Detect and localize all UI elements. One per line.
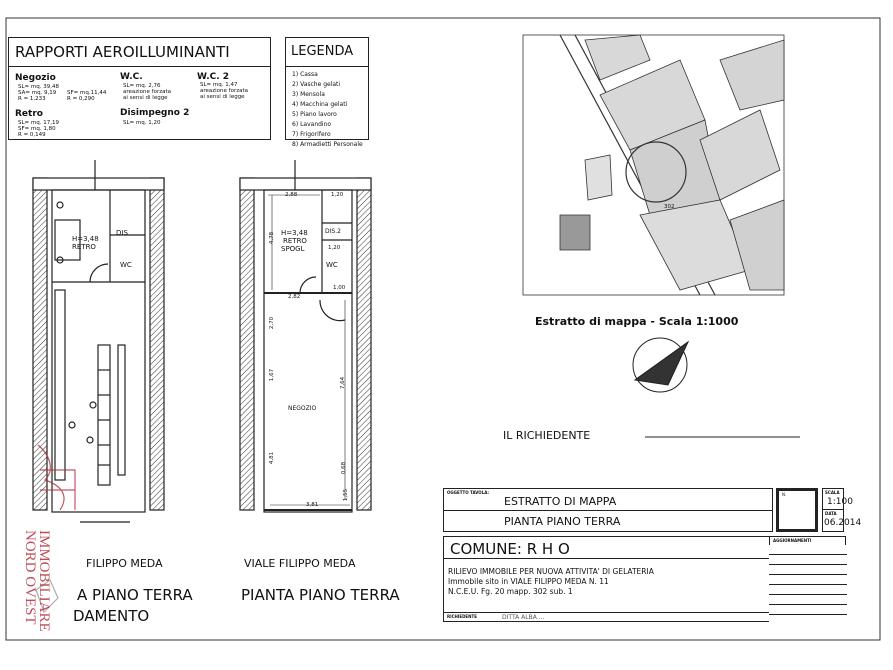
data-cell: DATA 06.2014 (822, 509, 861, 532)
dim: 1,67 (269, 368, 276, 382)
plan-right-title: PIANTA PIANO TERRA (241, 586, 400, 604)
dim: 3,81 (306, 502, 319, 508)
svg-text:NORD OVEST: NORD OVEST (22, 530, 38, 625)
comune-title: COMUNE: R H O (450, 540, 570, 558)
disimpegno-values: SL= mq. 1,20 (123, 120, 161, 126)
dim: 1,20 (328, 245, 341, 251)
oggetto-line-1: ESTRATTO DI MAPPA (504, 495, 617, 508)
oggetto-line-2: PIANTA PIANO TERRA (504, 515, 621, 528)
oggetto-box: OGGETTO TAVOLA: ESTRATTO DI MAPPA PIANTA… (443, 488, 773, 532)
richiedente-value: DITTA ALBA ... (502, 614, 545, 621)
legenda-item: 4) Macchina gelati (292, 101, 348, 108)
dim: 1,55 (343, 488, 350, 502)
comune-box: COMUNE: R H O RILIEVO IMMOBILE PER NUOVA… (443, 536, 847, 623)
aggiornamenti-label: AGGIORNAMENTI (773, 538, 812, 543)
legenda-item: 2) Vasche gelati (292, 81, 341, 88)
plan-left-street: FILIPPO MEDA (86, 557, 163, 570)
plan-left-title: A PIANO TERRA (77, 586, 193, 604)
watermark-text: IMMOBILIARE (36, 530, 52, 632)
desc-line-1: RILIEVO IMMOBILE PER NUOVA ATTIVITA' DI … (448, 567, 654, 576)
n-label: N. (782, 492, 787, 497)
watermark-logo (35, 444, 76, 614)
wc2-label: W.C. 2 (197, 72, 230, 82)
plan-right-wc: WC (326, 261, 338, 269)
dim: 0,68 (341, 461, 348, 475)
aggiornamenti-rows (769, 545, 847, 623)
legenda-item: 8) Armadietti Personale (292, 141, 363, 148)
legenda-item: 5) Piano lavoro (292, 111, 337, 118)
dim: 2,88 (285, 192, 298, 198)
wc-label: W.C. (120, 72, 143, 82)
oggetto-label: OGGETTO TAVOLA: (447, 490, 490, 495)
data-value: 06.2014 (824, 518, 862, 528)
data-label: DATA (825, 511, 837, 516)
plan-right-dis: DIS.2 (325, 228, 341, 235)
sheet-frame (5, 17, 881, 641)
map-caption: Estratto di mappa - Scala 1:1000 (535, 315, 739, 328)
plan-right-street: VIALE FILIPPO MEDA (244, 557, 356, 570)
rapporti-title: RAPPORTI AEROILLUMINANTI (9, 38, 270, 67)
n-box: N. (776, 488, 818, 532)
legenda-item: 1) Cassa (292, 71, 318, 78)
desc-line-3: N.C.E.U. Fg. 20 mapp. 302 sub. 1 (448, 587, 573, 596)
dim: 2,70 (269, 316, 276, 330)
plan-right-height: H=3,48 (281, 229, 308, 237)
retro-label: Retro (15, 109, 43, 119)
floor-plan-right (239, 160, 372, 513)
legenda-list: 1) Cassa 2) Vasche gelati 3) Mensola 4) … (292, 70, 368, 150)
dim: 4,81 (269, 451, 276, 465)
legenda-item: 3) Mensola (292, 91, 325, 98)
rapporti-table: RAPPORTI AEROILLUMINANTI Negozio SL= mq.… (8, 37, 271, 140)
dim: 4,78 (269, 231, 276, 245)
scala-value: 1:100 (827, 497, 853, 507)
map-parcel: 302 (664, 204, 675, 210)
dim: 1,20 (331, 192, 344, 198)
dim: 7,64 (340, 376, 347, 390)
floor-plan-left (32, 160, 165, 523)
legenda-title: LEGENDA (286, 38, 368, 67)
plan-right-spogl: SPOGL (281, 245, 305, 253)
richiedente-label: IL RICHIEDENTE (503, 429, 591, 442)
legenda-box: LEGENDA 1) Cassa 2) Vasche gelati 3) Men… (285, 37, 369, 148)
disimpegno-label: Disimpegno 2 (120, 108, 190, 118)
plan-left-height: H=3,48 (72, 235, 99, 243)
north-arrow-icon (632, 337, 690, 393)
plan-left-wc: WC (120, 261, 132, 269)
richiedente-field-label: RICHIEDENTE (447, 614, 477, 619)
negozio-label: Negozio (15, 73, 56, 83)
scala-cell: SCALA 1:100 (822, 488, 853, 510)
plan-left-dis: DIS (116, 229, 128, 237)
desc-line-2: Immobile sito in VIALE FILIPPO MEDA N. 1… (448, 577, 609, 586)
cadastral-map (522, 34, 785, 296)
plan-right-negozio: NEGOZIO (288, 405, 317, 412)
scala-label: SCALA (825, 490, 840, 495)
dim: 2,82 (288, 294, 301, 300)
plan-right-retro: RETRO (283, 237, 307, 245)
legenda-item: 6) Lavandino (292, 121, 332, 128)
plan-left-subtitle: DAMENTO (73, 607, 150, 625)
plan-left-retro: RETRO (72, 243, 96, 251)
legenda-item: 7) Frigorifero (292, 131, 331, 138)
dim: 1,00 (333, 285, 346, 291)
